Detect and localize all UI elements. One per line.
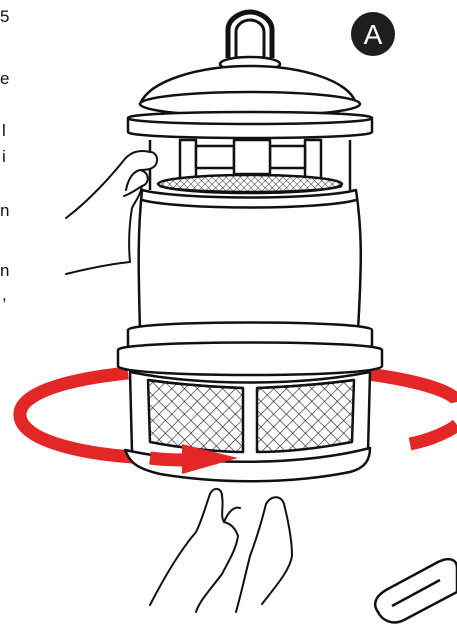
mosquito-trap-lamp-icon [118,12,382,481]
screwdriver-handle-icon [375,559,457,622]
edge-fragment: l [2,121,6,140]
left-edge-text: 5 e l i n n , [0,7,9,304]
edge-fragment: 5 [0,7,9,26]
edge-fragment: n [0,201,9,220]
hands-twisting-base-icon [150,489,292,612]
edge-fragment: e [0,69,9,88]
edge-fragment: , [2,285,7,304]
step-badge-label: A [364,19,383,50]
edge-fragment: n [0,261,9,280]
edge-fragment: i [2,147,6,166]
step-badge: A [351,12,395,56]
